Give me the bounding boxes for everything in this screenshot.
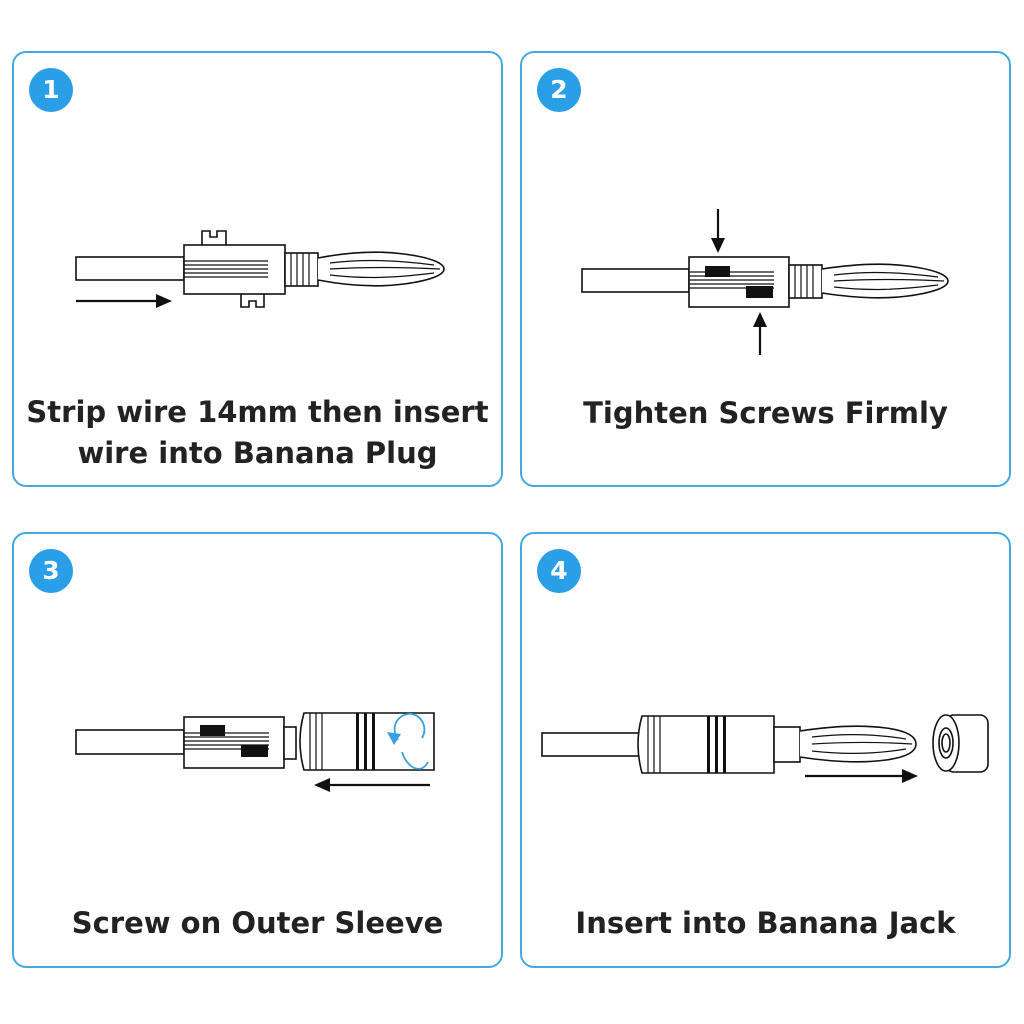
step-2-panel: 2 bbox=[520, 51, 1011, 487]
tighten-up-arrow-icon bbox=[753, 312, 767, 355]
step-3-number-badge: 3 bbox=[29, 549, 73, 593]
step-4-panel: 4 bbox=[520, 532, 1011, 968]
screw-bottom-icon bbox=[746, 286, 773, 298]
banana-tip-icon bbox=[317, 251, 445, 287]
step-1-caption-line-1: Strip wire 14mm then insert bbox=[26, 395, 489, 429]
plug-bottom-tab bbox=[240, 294, 265, 308]
screw-arrow-icon bbox=[314, 778, 430, 792]
banana-jack-icon bbox=[932, 714, 989, 773]
screw-bottom-icon bbox=[241, 745, 268, 757]
step-2-caption-line-1: Tighten Screws Firmly bbox=[583, 396, 948, 430]
rotate-arrow-icon bbox=[387, 712, 429, 770]
step-4-caption-line-1: Insert into Banana Jack bbox=[575, 906, 956, 940]
wire-icon bbox=[541, 732, 641, 757]
step-3-illustration bbox=[75, 712, 435, 792]
step-2-illustration bbox=[581, 209, 949, 355]
plug-housing-icon bbox=[183, 716, 285, 769]
step-3-caption: Screw on Outer Sleeve bbox=[14, 903, 501, 944]
step-1-caption-line-2: wire into Banana Plug bbox=[77, 436, 438, 470]
screw-top-icon bbox=[200, 725, 225, 736]
insert-arrow-icon bbox=[805, 769, 918, 783]
step-4-caption: Insert into Banana Jack bbox=[522, 903, 1009, 944]
wire-icon bbox=[581, 268, 690, 293]
thread-icon bbox=[284, 252, 319, 287]
step-1-caption: Strip wire 14mm then insert wire into Ba… bbox=[14, 392, 501, 474]
plug-top-tab bbox=[201, 230, 227, 246]
step-4-illustration bbox=[541, 714, 989, 783]
wire-icon bbox=[75, 729, 185, 755]
step-3-caption-line-1: Screw on Outer Sleeve bbox=[71, 906, 444, 940]
tighten-down-arrow-icon bbox=[711, 209, 725, 253]
wire-icon bbox=[75, 256, 185, 281]
step-2-caption: Tighten Screws Firmly bbox=[522, 393, 1009, 434]
step-3-panel: 3 bbox=[12, 532, 503, 968]
step-1-number-badge: 1 bbox=[29, 68, 73, 112]
step-4-number-badge: 4 bbox=[537, 549, 581, 593]
insert-arrow-icon bbox=[76, 294, 172, 308]
thread-icon bbox=[788, 264, 823, 299]
step-1-illustration bbox=[75, 230, 445, 308]
step-2-number-badge: 2 bbox=[537, 68, 581, 112]
plug-housing-icon bbox=[688, 256, 790, 308]
step-1-panel: 1 bbox=[12, 51, 503, 487]
screw-top-icon bbox=[705, 266, 730, 277]
outer-sleeve-icon bbox=[637, 715, 775, 774]
banana-tip-icon bbox=[821, 263, 949, 299]
